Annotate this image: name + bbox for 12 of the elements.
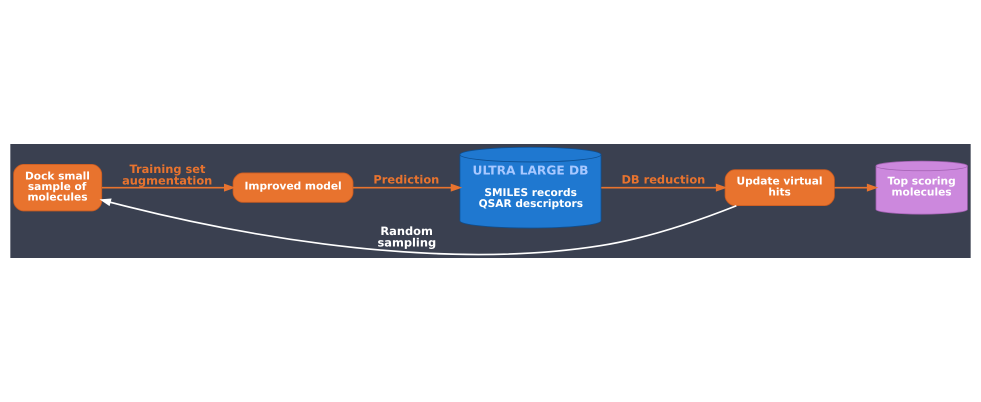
arrow: [834, 184, 878, 192]
node-box: Dock small sample of molecules: [13, 164, 102, 212]
edge-label: Prediction: [373, 172, 440, 187]
edge-label: Random sampling: [377, 224, 436, 250]
arrow: [102, 184, 236, 192]
arrow: [601, 184, 728, 192]
node-box: Improved model: [232, 172, 354, 203]
edge-label: DB reduction: [621, 172, 706, 187]
edge-label: Training set augmentation: [122, 162, 212, 188]
arrow: [353, 184, 462, 192]
node-box: Update virtual hits: [724, 169, 835, 206]
arrow: [100, 198, 737, 256]
